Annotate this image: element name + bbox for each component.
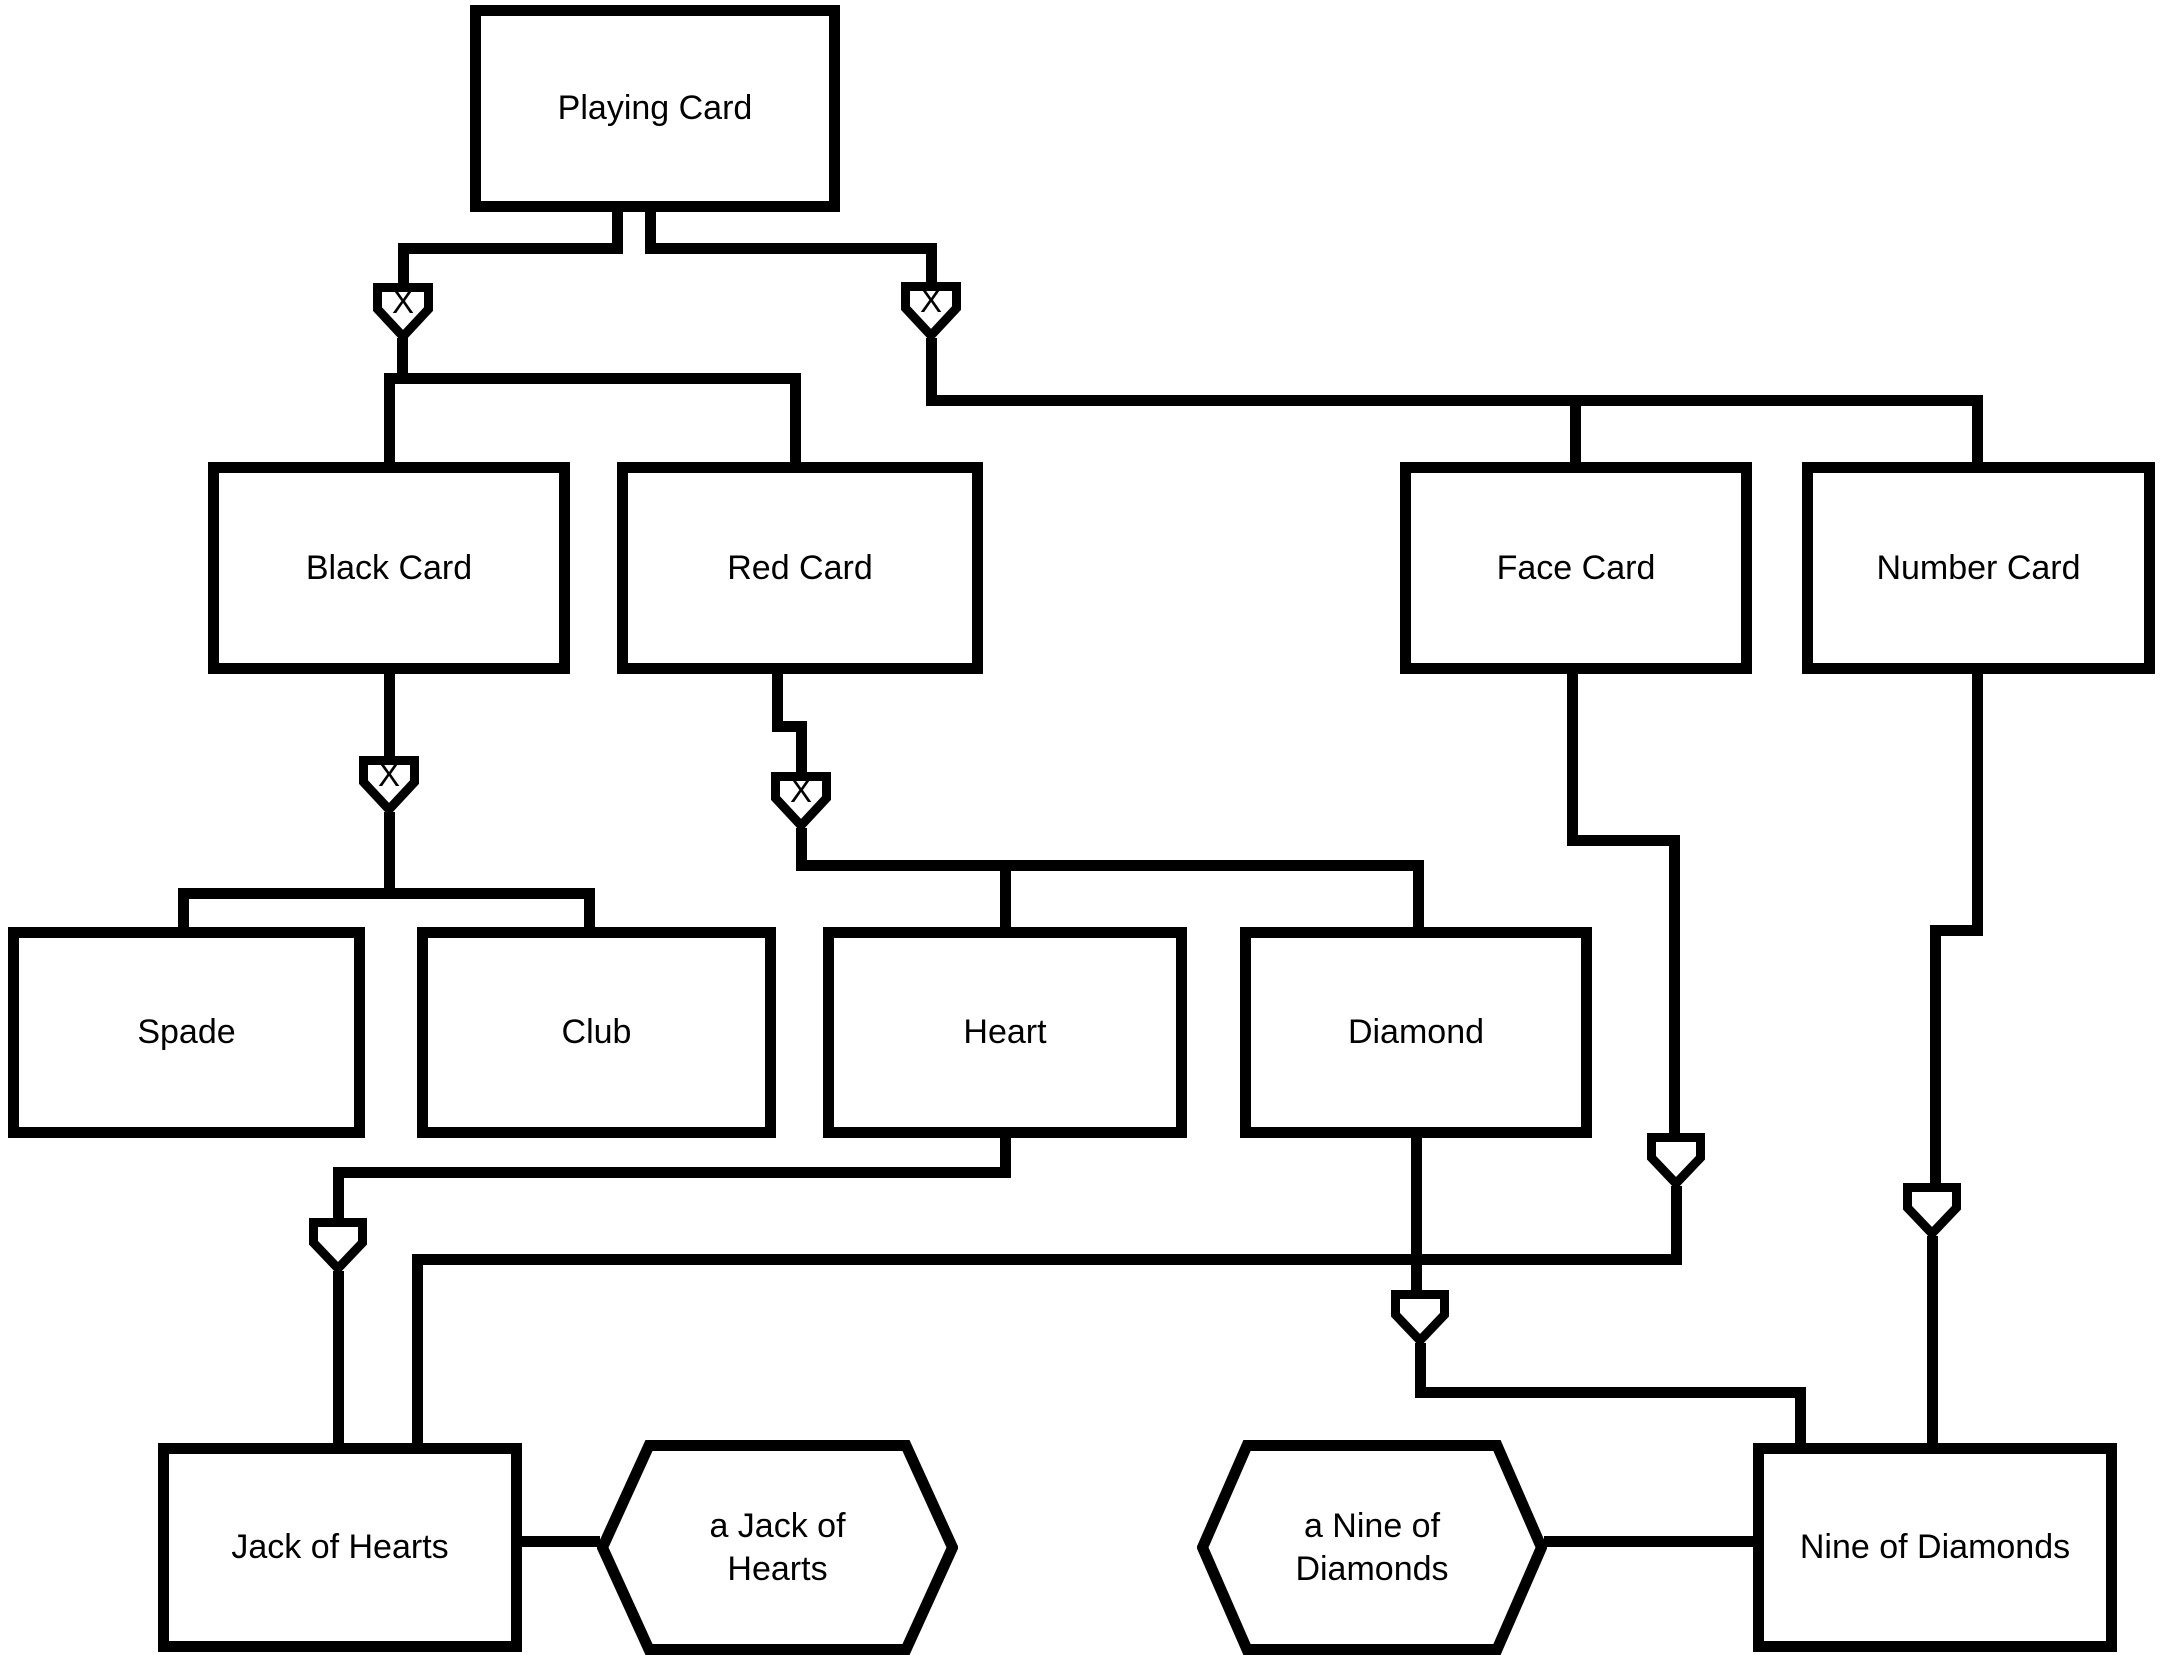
connector-line [1930, 925, 1983, 936]
connector-line [384, 672, 395, 758]
arrow-connector-arrow-to-jack-from-heart [309, 1218, 367, 1273]
connector-line [1567, 672, 1578, 846]
connector-line [796, 828, 807, 871]
x-connector-letter: X [789, 772, 812, 809]
connector-line [612, 212, 623, 243]
connector-line [398, 243, 623, 254]
box-label-playing-card: Playing Card [557, 89, 753, 127]
box-label-jack-of-hearts: Jack of Hearts [231, 1528, 449, 1566]
connector-line [645, 212, 656, 243]
box-playing-card: Playing Card [470, 5, 840, 212]
connector-line [1000, 869, 1011, 927]
connector-line [522, 1536, 600, 1547]
connector-line [1795, 1396, 1806, 1445]
arrow-connector-arrow-to-jack-from-face [1647, 1133, 1705, 1188]
connector-line [1411, 1136, 1422, 1292]
connector-line [1000, 1136, 1011, 1178]
hexagon-a-jack-of-hearts: a Jack of Hearts [597, 1440, 958, 1655]
connector-line [1415, 1387, 1806, 1398]
connector-line [1927, 1236, 1938, 1445]
arrow-connector-arrow-to-nine-from-diamond [1391, 1290, 1449, 1345]
box-label-face-card: Face Card [1496, 548, 1656, 587]
hexagon-label-a-nine-of-diamonds: a Nine of Diamonds [1197, 1440, 1547, 1655]
hexagon-label-text: a Nine of Diamonds [1295, 1507, 1449, 1588]
connector-line [333, 1271, 344, 1446]
connector-line [926, 338, 937, 395]
connector-line [1972, 672, 1983, 936]
connector-line [178, 897, 189, 927]
connector-line [1544, 1536, 1753, 1547]
connector-line [1415, 1343, 1426, 1398]
box-label-heart: Heart [963, 1013, 1047, 1051]
hexagon-label-text: a Jack of Hearts [709, 1507, 846, 1588]
box-number-card: Number Card [1802, 462, 2155, 674]
hexagon-a-nine-of-diamonds: a Nine of Diamonds [1197, 1440, 1547, 1655]
connector-line [1669, 844, 1680, 1135]
box-club: Club [417, 927, 776, 1138]
box-label-black-card: Black Card [305, 548, 473, 587]
connector-line [397, 338, 408, 373]
box-jack-of-hearts: Jack of Hearts [158, 1443, 522, 1652]
exclusive-x-connector-x-right-of-playing-card: X [901, 282, 961, 340]
box-label-nine-of-diamonds: Nine of Diamonds [1799, 1528, 2071, 1566]
x-connector-letter: X [377, 756, 400, 793]
box-diamond: Diamond [1240, 927, 1592, 1138]
hexagon-label-a-jack-of-hearts: a Jack of Hearts [597, 1440, 958, 1655]
connector-line [1413, 869, 1424, 927]
box-label-spade: Spade [137, 1013, 236, 1051]
connector-line [412, 1263, 423, 1445]
connector-line [796, 860, 1424, 871]
connector-line [398, 252, 409, 283]
box-label-red-card: Red Card [727, 548, 873, 587]
box-red-card: Red Card [617, 462, 983, 674]
connector-line [333, 1176, 344, 1220]
connector-line [1671, 1186, 1682, 1265]
exclusive-x-connector-x-below-red-card: X [771, 772, 831, 830]
connector-line [926, 395, 1983, 406]
connector-line [384, 373, 801, 384]
box-label-diamond: Diamond [1347, 1013, 1485, 1051]
connector-line [1570, 404, 1581, 462]
box-face-card: Face Card [1400, 462, 1752, 674]
box-black-card: Black Card [208, 462, 570, 674]
connector-line [384, 382, 395, 462]
connector-line [772, 672, 783, 732]
connector-line [772, 721, 807, 732]
connector-line [796, 721, 807, 774]
arrow-connector-arrow-to-nine-from-number [1903, 1183, 1961, 1238]
x-connector-letter: X [919, 282, 942, 319]
connector-line [790, 382, 801, 462]
connector-line [412, 1254, 1682, 1265]
connector-line [1972, 404, 1983, 462]
exclusive-x-connector-x-left-of-playing-card: X [373, 283, 433, 341]
box-label-club: Club [561, 1013, 632, 1051]
box-heart: Heart [823, 927, 1187, 1138]
box-label-number-card: Number Card [1876, 548, 2081, 587]
connector-line [645, 243, 937, 254]
connector-line [384, 812, 395, 890]
box-spade: Spade [8, 927, 365, 1138]
exclusive-x-connector-x-below-black-card: X [359, 756, 419, 814]
connector-line [178, 888, 595, 899]
connector-line [926, 252, 937, 282]
box-nine-of-diamonds: Nine of Diamonds [1753, 1443, 2117, 1652]
connector-line [584, 897, 595, 927]
connector-line [1567, 835, 1680, 846]
x-connector-letter: X [391, 283, 414, 320]
connector-line [1930, 925, 1941, 1185]
connector-line [333, 1167, 1011, 1178]
